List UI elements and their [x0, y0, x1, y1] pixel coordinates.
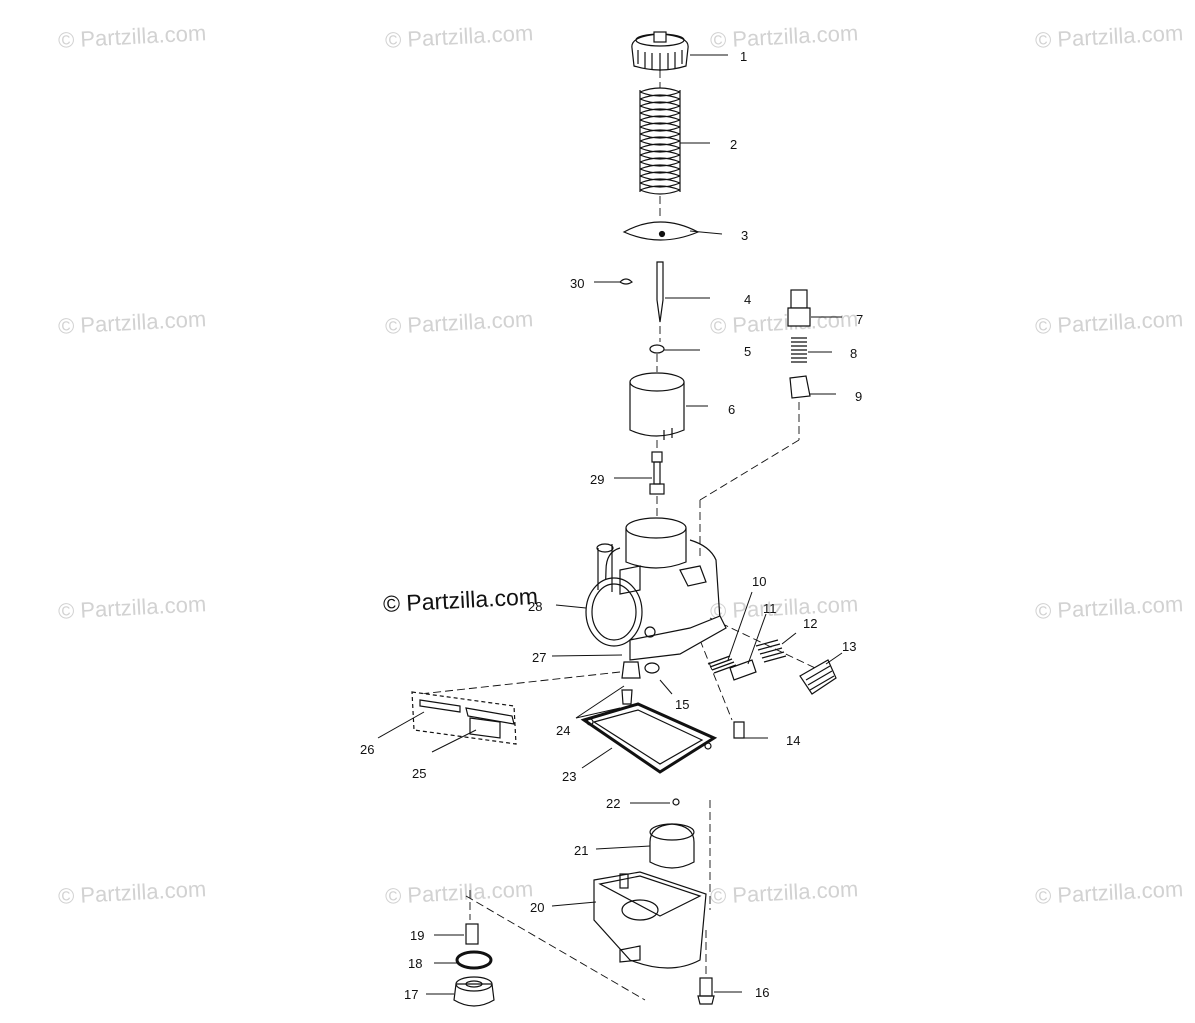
- part-11-screw: [729, 659, 757, 681]
- callout-19: 19: [410, 928, 424, 943]
- part-22-ball: [672, 798, 680, 806]
- callout-13: 13: [842, 639, 856, 654]
- callout-7: 7: [856, 312, 863, 327]
- callout-6: 6: [728, 402, 735, 417]
- callout-4: 4: [744, 292, 751, 307]
- part-14-fitting: [733, 721, 745, 739]
- part-17-drain-plug: [453, 976, 495, 1007]
- part-27-plug: [621, 661, 641, 679]
- callout-29: 29: [590, 472, 604, 487]
- part-20-float-bowl: [593, 871, 707, 969]
- part-8-spring: [791, 337, 807, 363]
- part-9-fitting: [789, 375, 811, 399]
- callout-23: 23: [562, 769, 576, 784]
- callout-28: 28: [528, 599, 542, 614]
- callout-2: 2: [730, 137, 737, 152]
- part-1-cap: [631, 31, 689, 71]
- callout-24: 24: [556, 723, 570, 738]
- callout-14: 14: [786, 733, 800, 748]
- callout-12: 12: [803, 616, 817, 631]
- part-28-carb-body: [585, 517, 727, 661]
- part-19-drain-screw: [465, 923, 479, 945]
- callout-16: 16: [755, 985, 769, 1000]
- part-12-spring: [755, 639, 787, 663]
- callout-10: 10: [752, 574, 766, 589]
- callout-26: 26: [360, 742, 374, 757]
- part-3-plate: [622, 221, 700, 241]
- callout-15: 15: [675, 697, 689, 712]
- part-23-gasket: [580, 702, 718, 774]
- callout-21: 21: [574, 843, 588, 858]
- part-5-washer: [649, 344, 665, 354]
- part-6-slide: [629, 372, 685, 440]
- part-30-clip: [619, 278, 633, 285]
- callout-3: 3: [741, 228, 748, 243]
- part-2-spring: [639, 87, 681, 195]
- callout-25: 25: [412, 766, 426, 781]
- part-7-adjuster: [787, 289, 811, 327]
- part-29-needle-jet: [649, 451, 665, 495]
- callout-27: 27: [532, 650, 546, 665]
- callout-9: 9: [855, 389, 862, 404]
- part-13-throttle-screw: [799, 659, 837, 695]
- part-4-needle: [656, 261, 664, 323]
- part-16-screw: [697, 977, 715, 1005]
- callout-1: 1: [740, 49, 747, 64]
- callout-20: 20: [530, 900, 544, 915]
- part-24-jet: [621, 689, 633, 705]
- part-15-washer: [644, 662, 660, 674]
- callout-22: 22: [606, 796, 620, 811]
- part-25-float-pin: [465, 707, 515, 739]
- part-10-spring: [707, 655, 737, 674]
- callout-11: 11: [763, 601, 777, 616]
- part-21-float: [649, 823, 695, 869]
- part-18-o-ring: [455, 950, 493, 970]
- callout-17: 17: [404, 987, 418, 1002]
- callout-5: 5: [744, 344, 751, 359]
- callout-18: 18: [408, 956, 422, 971]
- callout-30: 30: [570, 276, 584, 291]
- callout-8: 8: [850, 346, 857, 361]
